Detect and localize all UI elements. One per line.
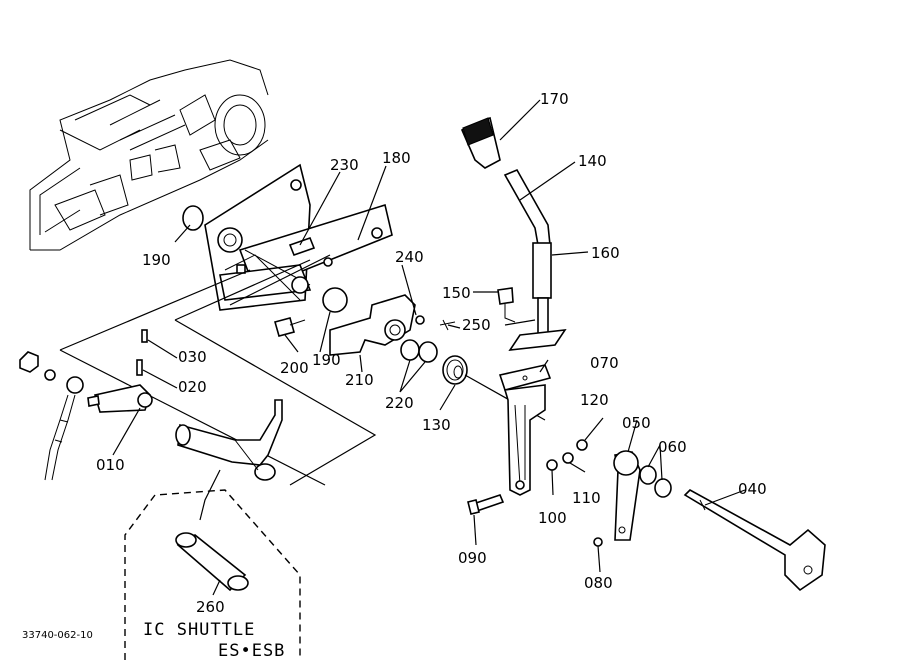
label-150: 150 <box>442 284 471 302</box>
label-090: 090 <box>458 549 487 567</box>
linkage-frame <box>59 254 546 486</box>
label-040: 040 <box>738 480 767 498</box>
leader-lines <box>112 99 746 596</box>
label-100: 100 <box>538 509 567 527</box>
rod-end-assembly <box>19 329 283 481</box>
part-labels: 170 140 160 150 070 120 180 230 190 240 … <box>96 90 767 616</box>
label-050: 050 <box>622 414 651 432</box>
variant-line1: IC SHUTTLE <box>143 620 255 640</box>
drawing-code: 33740-062-10 <box>22 630 93 641</box>
variant-line2: ES•ESB <box>218 641 285 661</box>
label-160: 160 <box>591 244 620 262</box>
label-120: 120 <box>580 391 609 409</box>
label-190-lower: 190 <box>312 351 341 369</box>
label-240: 240 <box>395 248 424 266</box>
label-260: 260 <box>196 598 225 616</box>
label-070: 070 <box>590 354 619 372</box>
label-180: 180 <box>382 149 411 167</box>
label-220: 220 <box>385 394 414 412</box>
bracket-assembly <box>182 163 468 385</box>
label-130: 130 <box>422 416 451 434</box>
label-060: 060 <box>658 438 687 456</box>
label-170: 170 <box>540 90 569 108</box>
label-210: 210 <box>345 371 374 389</box>
label-020: 020 <box>178 378 207 396</box>
shift-lever-assembly <box>460 116 567 515</box>
tractor-housing <box>29 59 269 251</box>
label-080: 080 <box>584 574 613 592</box>
label-030: 030 <box>178 348 207 366</box>
label-250: 250 <box>462 316 491 334</box>
label-190-upper: 190 <box>142 251 171 269</box>
ic-shuttle-variant <box>124 469 301 660</box>
label-110: 110 <box>572 489 601 507</box>
label-140: 140 <box>578 152 607 170</box>
label-200: 200 <box>280 359 309 377</box>
shaft-assembly <box>546 439 826 592</box>
label-010: 010 <box>96 456 125 474</box>
label-230: 230 <box>330 156 359 174</box>
